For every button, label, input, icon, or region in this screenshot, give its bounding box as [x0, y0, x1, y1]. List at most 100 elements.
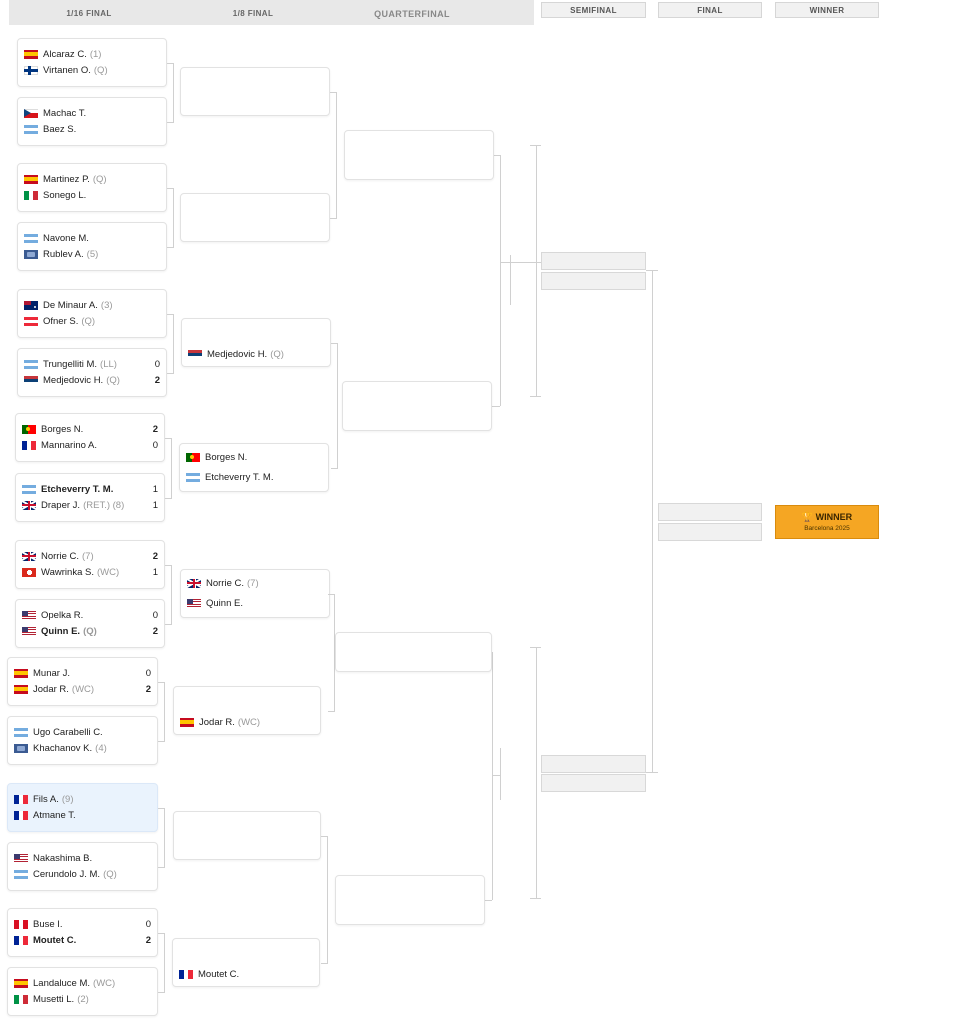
player-row[interactable]: Draper J.(RET.) (8)1 — [22, 498, 158, 512]
final-slot-1[interactable] — [658, 503, 762, 521]
round-of-32-match-16[interactable]: Landaluce M.(WC) Musetti L.(2) — [7, 967, 158, 1016]
player-row[interactable]: Trungelliti M.(LL)0 — [24, 357, 160, 371]
player-row[interactable]: Medjedovic H.(Q)2 — [24, 373, 160, 387]
semifinal-2-slot-2[interactable] — [541, 774, 646, 792]
round-of-16-match-5[interactable]: Norrie C.(7) Quinn E. — [180, 569, 330, 618]
player-row[interactable]: Norrie C.(7)2 — [22, 549, 158, 563]
player-row[interactable]: Borges N.2 — [22, 422, 158, 436]
player-seed: (Q) — [106, 374, 120, 386]
player-row[interactable]: Munar J.0 — [14, 666, 151, 680]
semifinal-1-slot-2[interactable] — [541, 272, 646, 290]
player-row[interactable]: Cerundolo J. M.(Q) — [14, 867, 151, 881]
player-row[interactable]: Nakashima B. — [14, 851, 151, 865]
semifinal-1-slot-1[interactable] — [541, 252, 646, 270]
round-of-32-match-13[interactable]: Fils A.(9) Atmane T. — [7, 783, 158, 832]
round-of-16-match-4[interactable]: Borges N. Etcheverry T. M. — [179, 443, 329, 492]
semifinal-2-slot-1[interactable] — [541, 755, 646, 773]
round-of-32-match-3[interactable]: Martinez P.(Q) Sonego L. — [17, 163, 167, 212]
player-seed: (WC) — [93, 977, 116, 989]
player-row[interactable]: Atmane T. — [14, 808, 151, 822]
round-of-32-match-4[interactable]: Navone M. Rublev A.(5) — [17, 222, 167, 271]
player-row[interactable]: Landaluce M.(WC) — [14, 976, 151, 990]
player-row[interactable]: Navone M. — [24, 231, 160, 245]
player-row[interactable]: Fils A.(9) — [14, 792, 151, 806]
flag-arg-icon — [186, 472, 200, 482]
quarterfinal-match-3[interactable] — [335, 632, 492, 672]
player-name: Nakashima B. — [33, 852, 93, 864]
player-row[interactable]: Wawrinka S.(WC)1 — [22, 565, 158, 579]
player-row[interactable]: Jodar R.(WC) — [180, 715, 314, 729]
connector-line — [485, 900, 492, 901]
player-row[interactable]: Alcaraz C.(1) — [24, 47, 160, 61]
player-name-cell: Medjedovic H.(Q) — [207, 349, 324, 360]
quarterfinal-match-1[interactable] — [344, 130, 494, 180]
header-winner: WINNER — [775, 2, 879, 18]
round-of-16-match-3[interactable]: Medjedovic H.(Q) — [181, 318, 331, 367]
player-row[interactable]: Virtanen O.(Q) — [24, 63, 160, 77]
round-of-16-match-2[interactable] — [180, 193, 330, 242]
player-row[interactable]: Jodar R.(WC)2 — [14, 682, 151, 696]
player-row[interactable]: Khachanov K.(4) — [14, 741, 151, 755]
player-row[interactable]: Ugo Carabelli C. — [14, 725, 151, 739]
player-row[interactable]: Ofner S.(Q) — [24, 314, 160, 328]
connector-line — [327, 836, 328, 964]
connector-line — [510, 262, 541, 263]
player-seed: (9) — [61, 793, 74, 805]
round-of-32-match-14[interactable]: Nakashima B. Cerundolo J. M.(Q) — [7, 842, 158, 891]
round-of-16-match-6[interactable]: Jodar R.(WC) — [173, 686, 321, 735]
round-of-32-match-2[interactable]: Machac T. Baez S. — [17, 97, 167, 146]
player-row[interactable]: Borges N. — [186, 450, 322, 464]
connector-line — [328, 711, 334, 712]
round-of-16-match-8[interactable]: Moutet C. — [172, 938, 320, 987]
player-name-cell: Borges N. — [205, 452, 322, 463]
player-row[interactable]: Moutet C.2 — [14, 933, 151, 947]
round-of-32-match-5[interactable]: De Minaur A.(3) Ofner S.(Q) — [17, 289, 167, 338]
player-row[interactable]: Musetti L.(2) — [14, 992, 151, 1006]
player-name-cell: Jodar R.(WC) — [199, 717, 314, 728]
player-row[interactable]: Buse I.0 — [14, 917, 151, 931]
connector-line — [330, 92, 336, 93]
player-row[interactable]: Etcheverry T. M.1 — [22, 482, 158, 496]
quarterfinal-match-2[interactable] — [342, 381, 492, 431]
winner-card[interactable]: 🏆 WINNER Barcelona 2025 — [775, 505, 879, 539]
player-row[interactable]: Baez S. — [24, 122, 160, 136]
player-name: Navone M. — [43, 232, 89, 244]
connector-line — [158, 867, 164, 868]
player-seed: (WC) — [237, 716, 261, 728]
player-seed: (7) — [247, 577, 259, 589]
player-row[interactable]: Norrie C.(7) — [187, 576, 323, 590]
connector-line — [334, 594, 335, 712]
round-of-32-match-1[interactable]: Alcaraz C.(1) Virtanen O.(Q) — [17, 38, 167, 87]
player-row[interactable]: Moutet C. — [179, 967, 313, 981]
player-row[interactable]: Medjedovic H.(Q) — [188, 347, 324, 361]
final-slot-2[interactable] — [658, 523, 762, 541]
player-row[interactable]: Machac T. — [24, 106, 160, 120]
player-row[interactable]: Opelka R.0 — [22, 608, 158, 622]
player-name: Quinn E. — [206, 597, 243, 609]
round-of-16-match-1[interactable] — [180, 67, 330, 116]
player-name-cell: Opelka R. — [41, 610, 148, 621]
player-name: Etcheverry T. M. — [205, 471, 274, 483]
player-row[interactable]: De Minaur A.(3) — [24, 298, 160, 312]
player-row[interactable]: Quinn E.(Q)2 — [22, 624, 158, 638]
connector-line — [167, 188, 173, 189]
player-row[interactable]: Mannarino A.0 — [22, 438, 158, 452]
flag-fin-icon — [24, 65, 38, 75]
round-of-32-match-12[interactable]: Ugo Carabelli C. Khachanov K.(4) — [7, 716, 158, 765]
player-name-cell: Virtanen O.(Q) — [43, 65, 160, 76]
player-row[interactable]: Etcheverry T. M. — [186, 470, 322, 484]
player-name: Martinez P. — [43, 173, 90, 185]
player-row[interactable]: Martinez P.(Q) — [24, 172, 160, 186]
round-of-16-match-7[interactable] — [173, 811, 321, 860]
player-row[interactable]: Rublev A.(5) — [24, 247, 160, 261]
quarterfinal-match-4[interactable] — [335, 875, 485, 925]
player-row[interactable]: Quinn E. — [187, 596, 323, 610]
player-row[interactable]: Sonego L. — [24, 188, 160, 202]
